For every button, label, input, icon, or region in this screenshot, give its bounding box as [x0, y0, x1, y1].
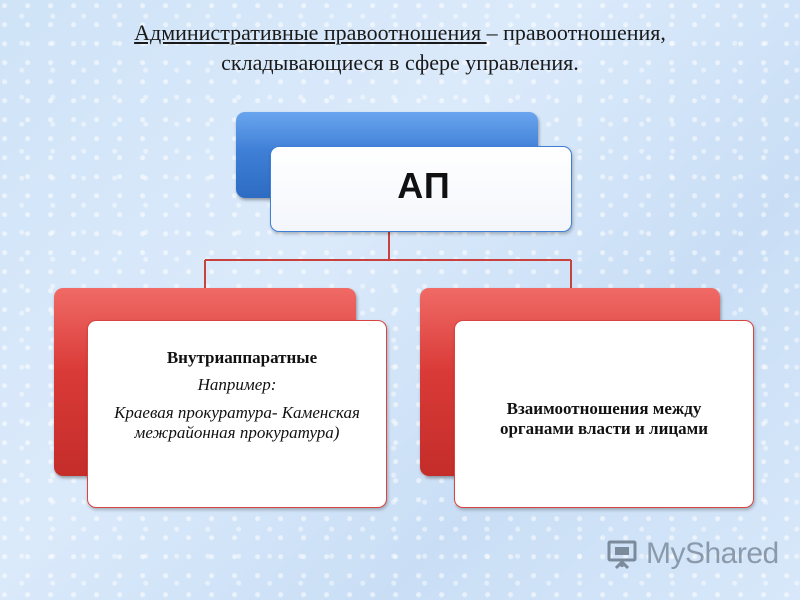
title-line2: складывающиеся в сфере управления.: [221, 50, 579, 75]
root-node: АП: [270, 146, 572, 232]
right-text: Взаимоотношения между органами власти и …: [499, 399, 709, 438]
right-node: Взаимоотношения между органами власти и …: [454, 320, 754, 508]
title-term: Административные правоотношения: [134, 20, 487, 45]
title-rest: – правоотношения,: [486, 20, 666, 45]
logo-text: MyShared: [646, 537, 779, 570]
left-node: Внутриаппаратные Например: Краевая проку…: [87, 320, 387, 508]
left-example-label: Например:: [197, 375, 277, 394]
myshared-logo: MyShared: [606, 536, 779, 572]
left-heading: Внутриаппаратные: [166, 348, 318, 367]
presentation-board-icon: [607, 540, 637, 570]
left-example: Краевая прокуратура- Каменская межрайонн…: [114, 403, 360, 442]
root-label: АП: [397, 165, 451, 206]
slide-title: Административные правоотношения – правоо…: [40, 18, 760, 78]
